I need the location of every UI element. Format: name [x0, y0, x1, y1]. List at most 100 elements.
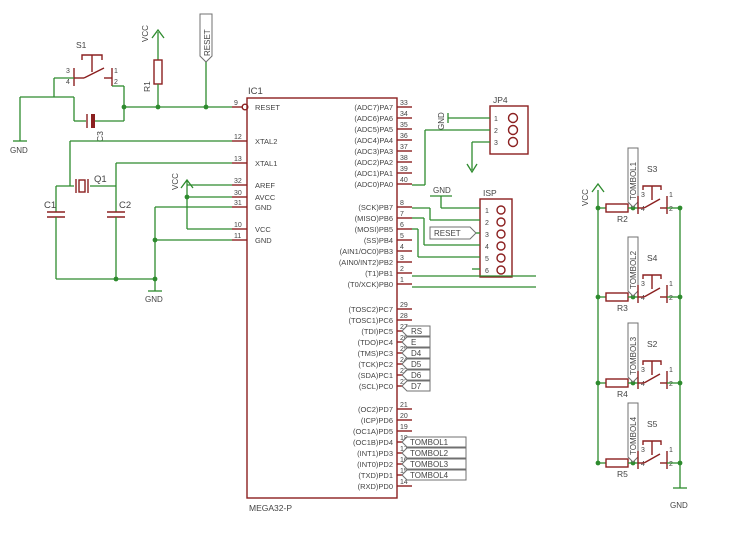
switch-pin: 1: [669, 447, 673, 454]
ic1-right-pin-label: (SCL)PC0: [359, 382, 393, 391]
jp4-pin1: 1: [494, 116, 498, 123]
ic1-right-pin-label: (T1)PB1: [365, 269, 393, 278]
vcc-label-r1: VCC: [141, 25, 150, 42]
tombol-net-flag-label: TOMBOL2: [410, 449, 449, 458]
ic1-right-pin-num: 37: [400, 144, 408, 151]
capacitor-c3: [86, 114, 95, 128]
ic1-right-pin-label: (TCK)PC2: [358, 360, 393, 369]
jp4-label: JP4: [493, 95, 508, 105]
ic1-right-pin-label: (AIN1/OC0)PB3: [340, 247, 393, 256]
tombol-net-flag-label: TOMBOL1: [629, 161, 638, 200]
s1-pin4: 4: [66, 79, 70, 86]
c2-label: C2: [119, 200, 131, 211]
ic1-right-pin-num: 24: [400, 357, 408, 364]
ic1-right-pin-label: (TDI)PC5: [361, 327, 393, 336]
ic1-left-pin-label: RESET: [255, 103, 280, 112]
gnd-label-ic: GND: [145, 295, 163, 304]
ic1-right-pin-num: 20: [400, 413, 408, 420]
lcd-net-flag-label: D5: [411, 360, 422, 369]
capacitor-c2: [107, 211, 125, 218]
ic1-right-pin-label: (ADC2)PA2: [354, 158, 393, 167]
ic1-left-pin-num: 9: [234, 100, 238, 107]
switch-pin: 3: [641, 367, 645, 374]
ic1-right-pin-num: 39: [400, 166, 408, 173]
resistor-label: R4: [617, 389, 628, 399]
ic1-right-pin-label: (ADC7)PA7: [354, 103, 393, 112]
lcd-net-flag-label: RS: [411, 327, 422, 336]
lcd-net-flag-label: D7: [411, 382, 422, 391]
ic1-right-pin-num: 14: [400, 479, 408, 486]
vcc-arrow-buttons: [591, 182, 605, 193]
crystal-circuit: Q1 C1 C2: [44, 140, 232, 282]
ic1-right-pin-label: (INT0)PD2: [357, 460, 393, 469]
jp4-connector: JP4 1 2 3 GND: [412, 95, 529, 186]
tombol-net-flag: [401, 458, 467, 470]
ic1-right-pin-label: (ADC4)PA4: [354, 136, 393, 145]
ic1-left-pin-num: 31: [234, 200, 242, 207]
ic1-right-pin-num: 7: [400, 211, 404, 218]
ic1-right-pin-num: 15: [400, 468, 408, 475]
lcd-net-flag: [401, 325, 431, 337]
ic1-right-pin-label: (TDO)PC4: [358, 338, 393, 347]
gnd-label-jp4: GND: [437, 112, 446, 130]
ic1-left-pin-num: 30: [234, 190, 242, 197]
switch-pin: 3: [641, 192, 645, 199]
ic1-right-pin-num: 5: [400, 233, 404, 240]
ic1-left-pin-num: 32: [234, 178, 242, 185]
isp-pin6: 6: [485, 268, 489, 275]
ic1-right-pin-num: 17: [400, 446, 408, 453]
isp-pin1: 1: [485, 208, 489, 215]
ic1-right-pin-label: (ICP)PD6: [361, 416, 393, 425]
ic1-part: MEGA32-P: [249, 503, 292, 513]
crystal-q1: [75, 179, 89, 193]
vcc-label-ic: VCC: [171, 173, 180, 190]
vcc-arrow-ic: [180, 178, 194, 189]
switch-pin: 2: [669, 381, 673, 388]
ic1-right-pin-label: (INT1)PD3: [357, 449, 393, 458]
ic1-right-pin-num: 8: [400, 200, 404, 207]
tombol-net-flag: [627, 147, 639, 208]
ic1-right-pin-label: (ADC1)PA1: [354, 169, 393, 178]
resistor-r1: [153, 59, 163, 85]
push-switch: [637, 185, 668, 214]
ic1-left-pin-label: XTAL1: [255, 159, 277, 168]
ic1-right-pin-num: 36: [400, 133, 408, 140]
r1-label: R1: [142, 81, 152, 92]
ic1-right-pin-label: (AIN0/INT2)PB2: [339, 258, 393, 267]
ic1-right-pin-label: (ADC0)PA0: [354, 180, 393, 189]
switch-pin: 2: [669, 461, 673, 468]
tombol-net-flag: [627, 402, 639, 463]
switch-pin: 4: [641, 206, 645, 213]
push-switch: [637, 360, 668, 389]
ic1-right-pin-num: 28: [400, 313, 408, 320]
tombol-net-flag: [401, 469, 467, 481]
ic1-right-pin-label: (TMS)PC3: [358, 349, 393, 358]
ic1-right-pin-num: 27: [400, 324, 408, 331]
s1-pin3: 3: [66, 68, 70, 75]
resistor: [605, 378, 629, 388]
switch-pin: 3: [641, 447, 645, 454]
resistor-label: R2: [617, 214, 628, 224]
switch-pin: 1: [669, 367, 673, 374]
ic1-right-pin-num: 33: [400, 100, 408, 107]
ic1-right-pin-num: 6: [400, 222, 404, 229]
tombol-net-flag-label: TOMBOL3: [629, 336, 638, 375]
ic1-right-pin-label: (TOSC1)PC6: [349, 316, 393, 325]
lcd-net-flag-label: D6: [411, 371, 422, 380]
ic1-left-pin-num: 10: [234, 222, 242, 229]
reset-flag-label: RESET: [203, 29, 212, 56]
isp-label: ISP: [483, 188, 497, 198]
s1-pin1: 1: [114, 68, 118, 75]
resistor-label: R3: [617, 303, 628, 313]
push-switch: [637, 440, 668, 469]
ic1-right-pin-num: 3: [400, 255, 404, 262]
ic1-pin-inverter: [241, 103, 249, 111]
resistor: [605, 203, 629, 213]
